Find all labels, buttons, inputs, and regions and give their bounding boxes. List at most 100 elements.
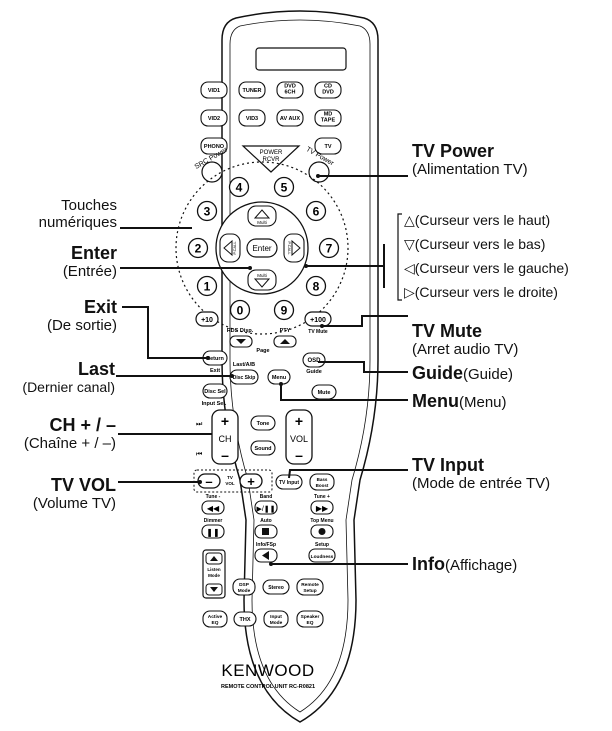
disc-sel-button[interactable] — [202, 383, 228, 399]
source-label-2-1: VID2 — [208, 116, 220, 122]
digit-3-label: 3 — [204, 205, 211, 219]
rewind-button[interactable] — [201, 500, 225, 515]
source-button-2-2[interactable] — [238, 109, 266, 127]
power-rcvr-button[interactable] — [241, 145, 301, 173]
disc-skip-label: Disc Skip — [233, 375, 256, 381]
digit-7-label: 7 — [326, 242, 333, 256]
digit-3-button[interactable] — [196, 200, 218, 222]
callout-tvvol-sub: (Volume TV) — [32, 494, 116, 512]
multi-up-label: Multi — [257, 220, 267, 225]
stereo-button[interactable] — [262, 579, 290, 595]
keypad-dotted-ring — [175, 161, 349, 335]
source-label-2-2: VID3 — [246, 116, 258, 122]
source-button-1-3[interactable] — [276, 81, 304, 99]
source-button-1-4[interactable] — [314, 81, 342, 99]
page-label: Page — [256, 348, 269, 354]
digit-9-button[interactable] — [273, 299, 295, 321]
vol-rocker[interactable] — [285, 409, 313, 465]
thx-button[interactable] — [233, 611, 257, 627]
sound-button[interactable] — [250, 440, 276, 456]
exit-small-label: Exit — [210, 368, 220, 374]
source-button-1-1[interactable] — [200, 81, 228, 99]
plus10-label: +10 — [201, 317, 213, 324]
bass-boost-button[interactable] — [309, 473, 335, 491]
callout-exit: Exit (De sortie) — [47, 297, 117, 334]
multi-down-label: Multi — [257, 273, 267, 278]
listen-down-icon — [210, 587, 218, 592]
pause-icon: ❚❚ — [206, 528, 219, 537]
tv-label: TV — [324, 144, 331, 150]
callout-arrow-left: ◁(Curseur vers le gauche) — [404, 260, 569, 276]
digit-0-label: 0 — [237, 304, 244, 318]
digit-2-button[interactable] — [187, 237, 209, 259]
source-label-2-3: AV AUX — [280, 116, 301, 122]
plus10-button[interactable] — [195, 311, 219, 327]
dsp-mode-button[interactable] — [232, 578, 256, 596]
fast-forward-icon: ▶▶ — [316, 504, 329, 513]
listen-up-icon — [210, 556, 218, 561]
tv-button[interactable] — [314, 137, 342, 155]
source-button-2-1[interactable] — [200, 109, 228, 127]
digit-4-button[interactable] — [228, 176, 250, 198]
digit-5-button[interactable] — [273, 176, 295, 198]
info-left-icon — [262, 551, 269, 560]
tune-minus-label: Tune - — [206, 494, 221, 500]
digit-2-label: 2 — [195, 242, 202, 256]
input-mode-button[interactable] — [263, 610, 289, 628]
remote-setup-button[interactable] — [296, 578, 324, 596]
menu-label: Menu — [272, 375, 286, 381]
digit-0-button[interactable] — [229, 299, 251, 321]
speaker-eq-button[interactable] — [296, 610, 324, 628]
fast-forward-button[interactable] — [310, 500, 334, 515]
play-pause-button[interactable] — [254, 500, 278, 515]
callout-tvpower: TV Power (Alimentation TV) — [412, 141, 528, 178]
source-button-2-3[interactable] — [276, 109, 304, 127]
callout-tvinput-title: TV Input — [412, 455, 484, 475]
callout-tvinput: TV Input (Mode de entrée TV) — [412, 455, 550, 492]
osd-button[interactable] — [302, 352, 326, 368]
rewind-icon: ◀◀ — [207, 504, 220, 513]
phono-button[interactable] — [200, 137, 228, 155]
callout-menu-title: Menu — [412, 391, 459, 411]
digit-7-button[interactable] — [318, 237, 340, 259]
source-button-2-4[interactable] — [314, 109, 342, 127]
plus100-button[interactable] — [304, 311, 332, 327]
play-pause-icon: ▶/❚❚ — [256, 505, 275, 513]
digit-1-button[interactable] — [196, 275, 218, 297]
enter-button[interactable] — [246, 238, 278, 258]
ch-plus-icon: + — [221, 413, 229, 429]
callout-tvmute: TV Mute (Arret audio TV) — [412, 321, 518, 358]
active-eq-button[interactable] — [202, 610, 228, 628]
callout-menu-sub: (Menu) — [459, 394, 507, 411]
source-button-1-2[interactable] — [238, 81, 266, 99]
callout-ch-sub: (Chaîne + / –) — [23, 434, 116, 452]
p-call-left-label: P.CALL — [232, 241, 237, 255]
src-power-button[interactable] — [201, 161, 223, 183]
tv-input-label: TV Input — [279, 480, 299, 486]
vol-label: VOL — [290, 434, 308, 444]
tv-vol-plus-button[interactable] — [239, 473, 263, 489]
digit-1-label: 1 — [204, 280, 211, 294]
auto-label: Auto — [260, 518, 271, 524]
callout-tvvol-title: TV VOL — [50, 475, 116, 495]
digit-6-button[interactable] — [305, 200, 327, 222]
pause-button[interactable] — [201, 524, 225, 539]
callout-enter-sub: (Entrée) — [62, 262, 117, 280]
loudness-button[interactable] — [308, 548, 336, 563]
tone-button[interactable] — [250, 415, 276, 431]
record-icon — [318, 528, 326, 535]
tv-power-button[interactable] — [308, 161, 330, 183]
page-up-icon — [280, 339, 290, 344]
cursor-up-icon — [253, 209, 271, 219]
ch-rocker[interactable] — [211, 409, 239, 465]
digit-8-button[interactable] — [305, 275, 327, 297]
top-menu-label: Top Menu — [310, 518, 333, 524]
